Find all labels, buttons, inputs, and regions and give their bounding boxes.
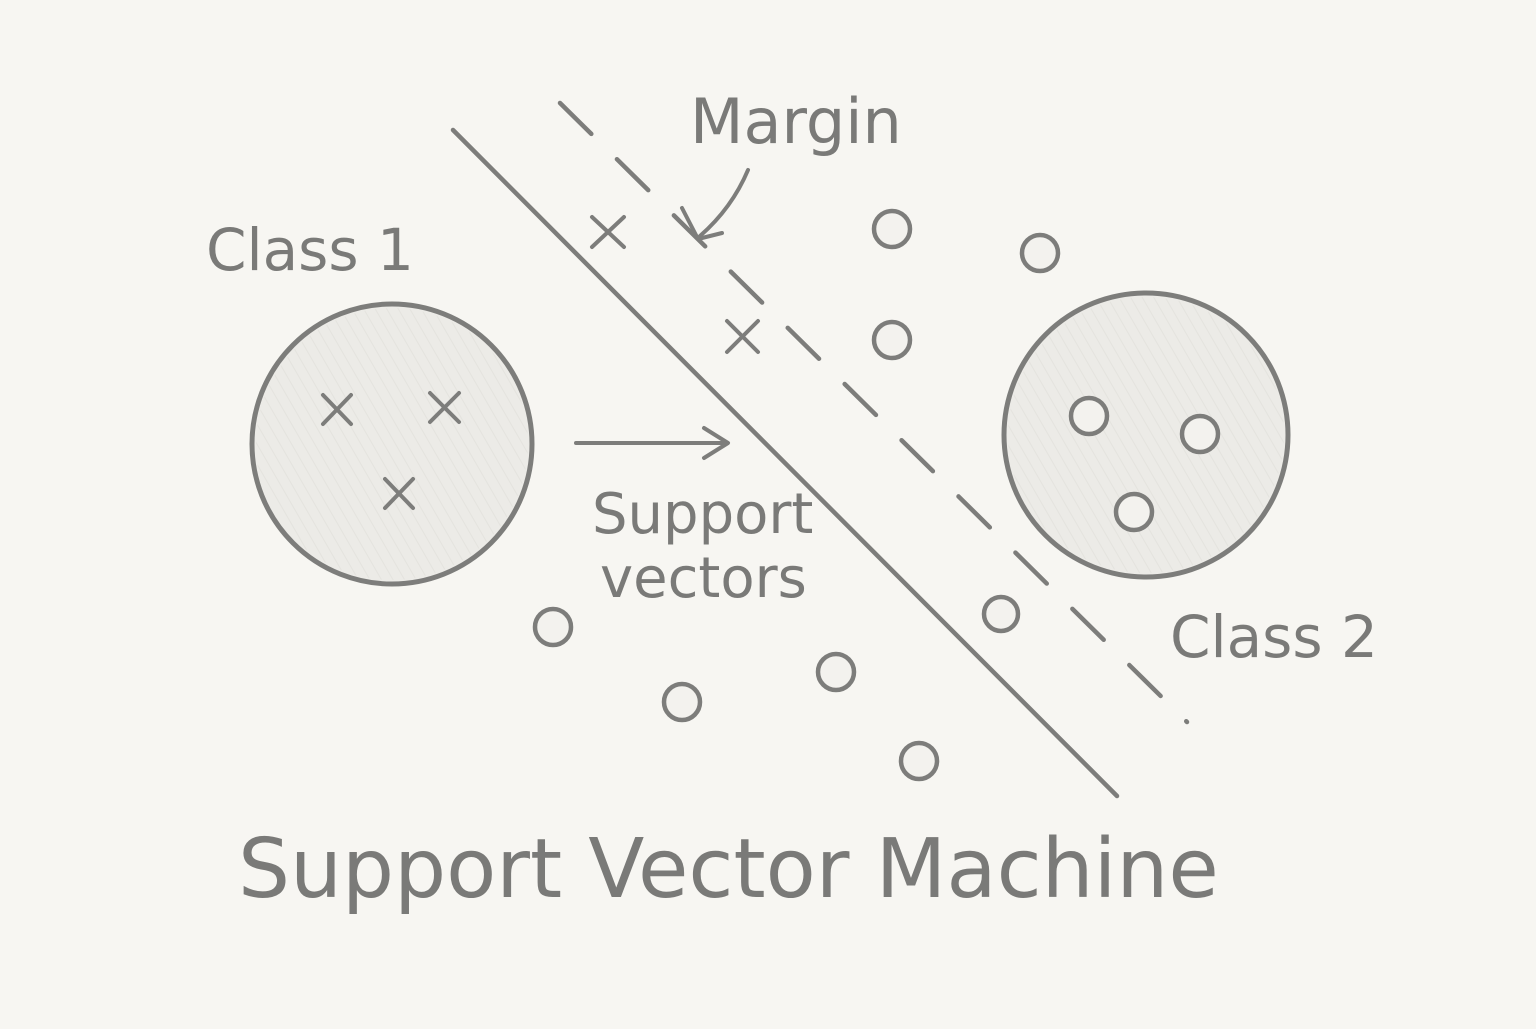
o-marker	[898, 740, 940, 782]
x-marker	[383, 477, 415, 510]
margin-label: Margin	[690, 85, 902, 158]
scattered-o-markers	[532, 208, 1061, 782]
decision-boundary-line	[450, 127, 1120, 799]
o-marker	[532, 606, 574, 648]
o-marker	[815, 651, 857, 693]
x-marker	[321, 393, 353, 426]
o-marker	[1113, 491, 1155, 533]
class2-cluster	[1001, 290, 1291, 580]
o-marker	[1179, 413, 1221, 455]
diagram-title: Support Vector Machine	[238, 822, 1219, 917]
o-marker	[661, 681, 703, 723]
o-marker	[981, 594, 1021, 634]
x-marker	[590, 215, 626, 249]
x-marker	[428, 391, 461, 424]
margin-dashed-line	[557, 100, 1190, 725]
o-marker	[1068, 395, 1110, 437]
support-vectors-label-line1: Support	[592, 482, 813, 547]
class1-cluster	[249, 301, 535, 587]
o-marker	[871, 319, 913, 361]
x-marker	[725, 319, 760, 354]
class1-x-markers	[321, 391, 461, 510]
support-vector-x-markers	[590, 215, 760, 354]
o-marker	[871, 208, 913, 250]
support-vectors-arrow	[574, 426, 730, 460]
class1-label: Class 1	[206, 216, 414, 284]
class2-label: Class 2	[1170, 603, 1378, 671]
margin-arrow	[680, 168, 750, 241]
class2-o-markers	[1068, 395, 1221, 533]
o-marker	[1019, 232, 1061, 274]
support-vectors-label-line2: vectors	[600, 546, 807, 611]
